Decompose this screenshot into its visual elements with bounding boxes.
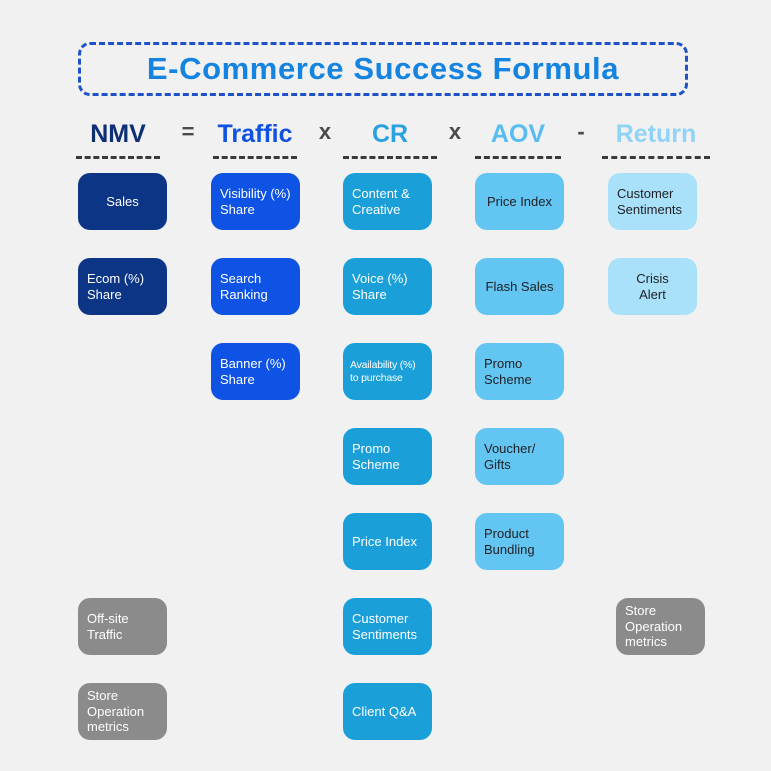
operator-equals: = bbox=[181, 119, 195, 144]
metric-box-ecom-share: Ecom (%) Share bbox=[78, 258, 167, 315]
title-box: E-Commerce Success Formula bbox=[78, 42, 688, 96]
metric-box-content-creative: Content & Creative bbox=[343, 173, 432, 230]
formula-term-nmv: NMV bbox=[76, 112, 160, 159]
metric-box-voice-share: Voice (%) Share bbox=[343, 258, 432, 315]
metric-box-availability-to-purchase: Availability (%) to purchase bbox=[343, 343, 432, 400]
metric-box-price-index-cr: Price Index bbox=[343, 513, 432, 570]
metric-box-banner-share: Banner (%) Share bbox=[211, 343, 300, 400]
formula-term-traffic: Traffic bbox=[213, 112, 297, 159]
operator-minus: - bbox=[577, 119, 585, 144]
metric-box-flash-sales: Flash Sales bbox=[475, 258, 564, 315]
metric-box-promo-scheme-cr: Promo Scheme bbox=[343, 428, 432, 485]
operator-multiply-1: x bbox=[318, 119, 332, 144]
formula-term-cr: CR bbox=[343, 112, 437, 159]
metric-box-voucher-gifts: Voucher/ Gifts bbox=[475, 428, 564, 485]
metric-box-visibility-share: Visibility (%) Share bbox=[211, 173, 300, 230]
metric-box-product-bundling: Product Bundling bbox=[475, 513, 564, 570]
metric-box-crisis-alert: Crisis Alert bbox=[608, 258, 697, 315]
metric-box-offsite-traffic: Off-site Traffic bbox=[78, 598, 167, 655]
page-title: E-Commerce Success Formula bbox=[146, 51, 620, 86]
metric-box-sales: Sales bbox=[78, 173, 167, 230]
metric-box-customer-sentiments-return: Customer Sentiments bbox=[608, 173, 697, 230]
formula-term-return: Return bbox=[602, 112, 710, 159]
metric-box-store-operation-metrics-right: Store Operation metrics bbox=[616, 598, 705, 655]
formula-term-aov: AOV bbox=[475, 112, 561, 159]
operator-multiply-2: x bbox=[448, 119, 462, 144]
metric-box-promo-scheme-aov: Promo Scheme bbox=[475, 343, 564, 400]
metric-box-store-operation-metrics-left: Store Operation metrics bbox=[78, 683, 167, 740]
metric-box-price-index-aov: Price Index bbox=[475, 173, 564, 230]
metric-box-client-qa: Client Q&A bbox=[343, 683, 432, 740]
metric-box-search-ranking: Search Ranking bbox=[211, 258, 300, 315]
metric-box-customer-sentiments-cr: Customer Sentiments bbox=[343, 598, 432, 655]
